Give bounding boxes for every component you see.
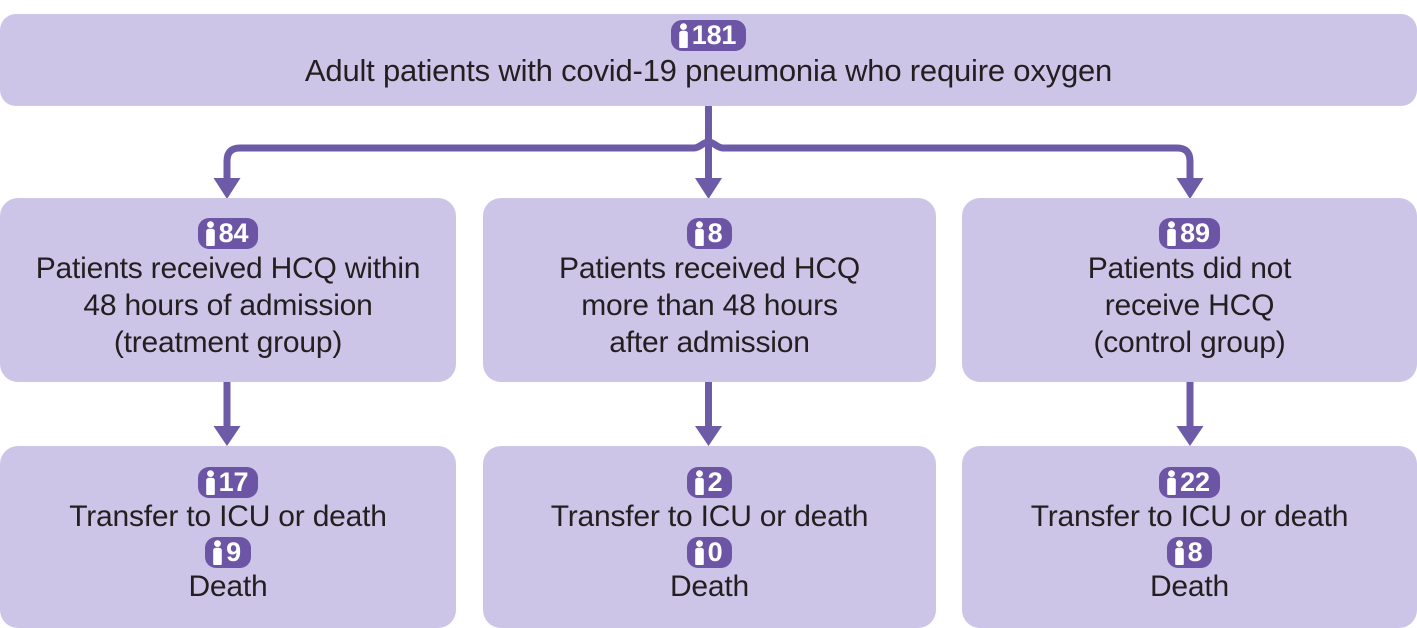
arrowhead-split-right — [1176, 178, 1204, 199]
count-value: 89 — [1180, 218, 1210, 249]
badge-outcome-control-secondary: 8 — [1166, 537, 1213, 569]
badge-branch-treatment-count: 84 — [197, 218, 259, 250]
count-value: 0 — [707, 537, 723, 567]
badge-outcome-treatment-primary: 17 — [197, 466, 259, 499]
count-value: 17 — [218, 466, 249, 497]
node-outcome-control-label-primary: Transfer to ICU or death — [1030, 500, 1349, 534]
node-branch-treatment[interactable]: 84 Patients received HCQ within 48 hours… — [0, 198, 456, 382]
node-branch-late-label: Patients received HCQ more than 48 hours… — [559, 252, 860, 360]
badge-root-count: 181 — [670, 20, 747, 52]
badge-branch-late-count: 8 — [686, 218, 733, 250]
node-outcome-control[interactable]: 22 Transfer to ICU or death 8 Death — [962, 446, 1417, 628]
person-icon — [213, 540, 222, 566]
node-root-label: Adult patients with covid-19 pneumonia w… — [304, 53, 1113, 89]
person-icon — [694, 540, 704, 566]
node-root[interactable]: 181 Adult patients with covid-19 pneumon… — [0, 14, 1417, 106]
count-value: 181 — [691, 20, 737, 50]
count-value: 8 — [707, 218, 723, 249]
person-icon — [205, 470, 215, 496]
person-icon — [678, 23, 688, 49]
person-icon — [1167, 470, 1176, 496]
node-outcome-treatment-label-primary: Transfer to ICU or death — [69, 500, 387, 534]
node-branch-control[interactable]: 89 Patients did not receive HCQ (control… — [962, 198, 1417, 382]
count-value: 84 — [218, 218, 249, 249]
arrowhead-split-center — [695, 178, 722, 199]
person-icon — [694, 470, 704, 496]
arrowhead-late-outcome — [695, 426, 722, 446]
person-icon — [205, 221, 215, 247]
person-icon — [1167, 221, 1176, 247]
badge-branch-control-count: 89 — [1159, 218, 1220, 250]
count-value: 2 — [707, 466, 723, 497]
node-branch-control-label: Patients did not receive HCQ (control gr… — [1087, 252, 1292, 360]
node-outcome-control-label-secondary: Death — [1149, 570, 1230, 604]
count-value: 9 — [226, 537, 241, 567]
person-icon — [1174, 540, 1184, 566]
node-outcome-late-label-primary: Transfer to ICU or death — [550, 500, 869, 534]
person-icon — [694, 221, 704, 247]
badge-outcome-late-primary: 2 — [686, 466, 733, 499]
arrowhead-treatment-outcome — [213, 426, 241, 446]
node-branch-treatment-label: Patients received HCQ within 48 hours of… — [35, 252, 421, 360]
connector-split-left — [223, 138, 709, 178]
node-outcome-treatment-label-secondary: Death — [188, 570, 268, 604]
node-outcome-late[interactable]: 2 Transfer to ICU or death 0 Death — [483, 446, 936, 628]
arrowhead-control-outcome — [1176, 426, 1204, 446]
node-outcome-late-label-secondary: Death — [669, 570, 750, 604]
badge-outcome-late-secondary: 0 — [686, 537, 733, 569]
badge-outcome-treatment-secondary: 9 — [205, 537, 251, 569]
count-value: 8 — [1187, 537, 1203, 567]
arrowhead-split-left — [213, 178, 241, 199]
connector-split-right — [708, 138, 1194, 178]
node-outcome-treatment[interactable]: 17 Transfer to ICU or death 9 Death — [0, 446, 456, 628]
node-branch-late[interactable]: 8 Patients received HCQ more than 48 hou… — [483, 198, 936, 382]
count-value: 22 — [1180, 466, 1210, 497]
badge-outcome-control-primary: 22 — [1159, 466, 1220, 499]
